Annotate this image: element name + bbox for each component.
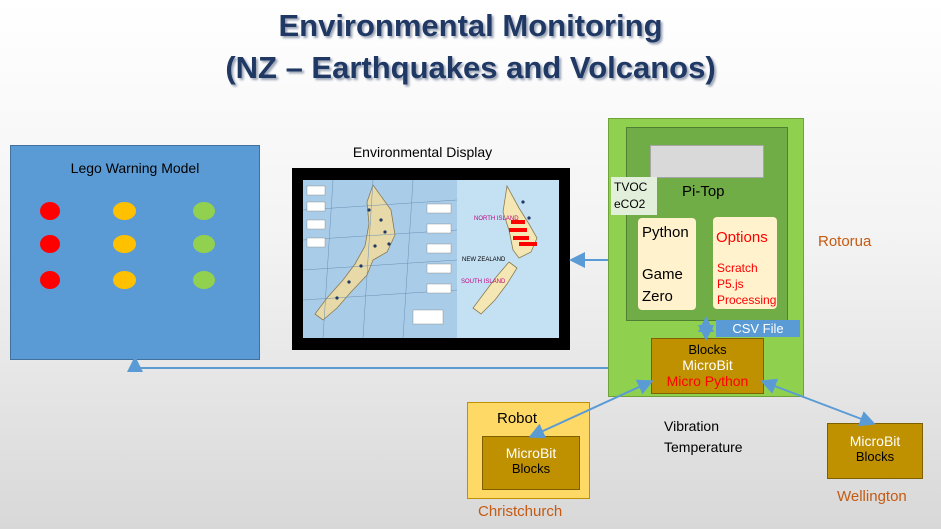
map-label-south-island: SOUTH ISLAND xyxy=(461,279,506,285)
pitop-label: Pi-Top xyxy=(682,183,725,200)
microbit-wellington: MicroBit Blocks xyxy=(827,423,923,479)
display-label: Environmental Display xyxy=(352,144,493,160)
option-p5js: P5.js xyxy=(717,277,744,291)
map-label-north-island: NORTH ISLAND xyxy=(474,216,519,222)
amber-light xyxy=(113,271,136,289)
green-light xyxy=(193,235,215,253)
game-label: Game xyxy=(642,266,683,283)
lego-warning-model: Lego Warning Model xyxy=(10,145,260,360)
amber-light xyxy=(113,235,136,253)
pitop-screen xyxy=(650,145,764,178)
blocks-label: Blocks xyxy=(688,342,727,357)
microbit-rotorua: Blocks MicroBit Micro Python xyxy=(651,338,764,394)
red-light xyxy=(40,271,60,289)
option-scratch: Scratch xyxy=(717,261,758,275)
nz-fault-map-image xyxy=(303,180,457,338)
location-rotorua: Rotorua xyxy=(818,233,872,250)
zero-label: Zero xyxy=(642,288,673,305)
amber-light xyxy=(113,202,136,220)
sensor-eco2: eCO2 xyxy=(614,197,646,211)
python-card: Python Game Zero xyxy=(638,218,696,310)
lego-model-label: Lego Warning Model xyxy=(70,160,200,176)
sensor-tvoc: TVOC xyxy=(614,180,648,194)
vibration-label: Vibration xyxy=(664,418,720,434)
green-light xyxy=(193,202,215,220)
csv-file-label: CSV File xyxy=(716,320,800,337)
micro-python-label: Micro Python xyxy=(666,373,749,389)
location-christchurch: Christchurch xyxy=(478,503,563,520)
blocks-label: Blocks xyxy=(855,449,895,464)
temperature-label: Temperature xyxy=(664,439,743,455)
title-line-1: Environmental Monitoring xyxy=(278,8,663,43)
microbit-label: MicroBit xyxy=(849,433,901,449)
blocks-label: Blocks xyxy=(511,461,551,476)
map-label-new-zealand: NEW ZEALAND xyxy=(462,257,506,263)
option-processing: Processing xyxy=(717,293,777,307)
options-card: Options Scratch P5.js Processing xyxy=(713,217,777,309)
options-title: Options xyxy=(716,229,768,246)
microbit-label: MicroBit xyxy=(505,445,557,461)
green-light xyxy=(193,271,215,289)
title-line-2: (NZ – Earthquakes and Volcanos) xyxy=(225,50,716,85)
red-light xyxy=(40,202,60,220)
arrow-pitop-to-lego xyxy=(127,356,608,372)
nz-volcano-map-image xyxy=(457,180,559,338)
robot-label: Robot xyxy=(497,410,538,427)
microbit-label: MicroBit xyxy=(682,357,733,373)
red-light xyxy=(40,235,60,253)
python-label: Python xyxy=(642,224,689,241)
microbit-christchurch: MicroBit Blocks xyxy=(482,436,580,490)
sensor-label: TVOC eCO2 xyxy=(611,177,657,215)
sensor-readings: Vibration Temperature xyxy=(664,416,743,458)
location-wellington: Wellington xyxy=(837,488,907,505)
